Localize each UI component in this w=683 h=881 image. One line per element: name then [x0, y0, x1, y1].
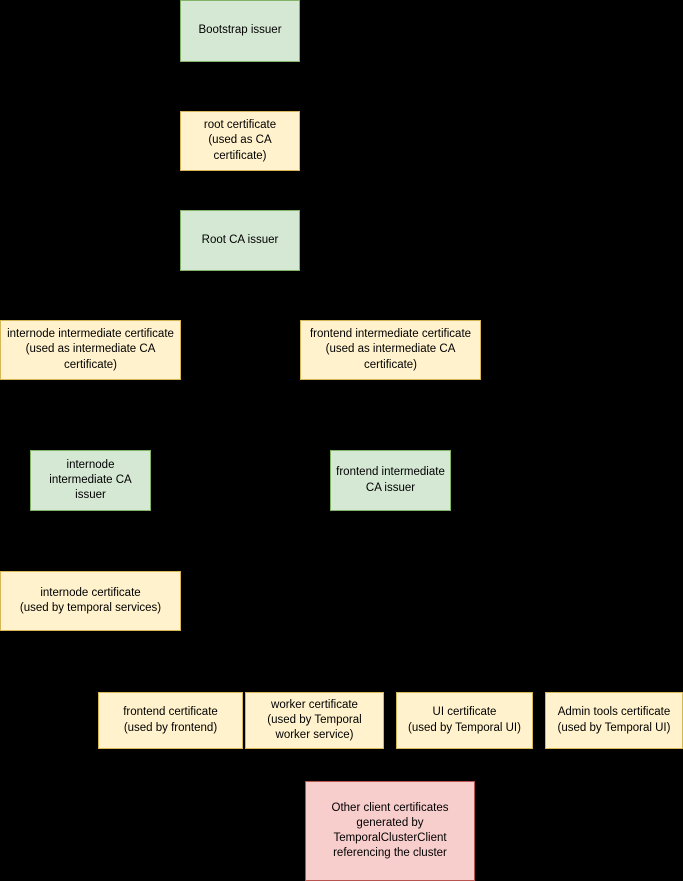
- node-internode-intermediate-ca-issuer: internode intermediate CA issuer: [30, 450, 151, 511]
- node-frontend-intermediate-ca-issuer: frontend intermediate CA issuer: [330, 450, 451, 511]
- node-worker-certificate: worker certificate (used by Temporal wor…: [245, 692, 384, 749]
- node-bootstrap-issuer: Bootstrap issuer: [180, 0, 300, 62]
- node-other-client-certificates: Other client certificates generated by T…: [305, 781, 475, 881]
- node-frontend-certificate: frontend certificate (used by frontend): [98, 692, 243, 749]
- node-root-ca-issuer: Root CA issuer: [180, 210, 300, 271]
- node-frontend-intermediate-certificate: frontend intermediate certificate (used …: [300, 320, 481, 380]
- node-admin-tools-certificate: Admin tools certificate (used by Tempora…: [545, 692, 683, 749]
- node-internode-certificate: internode certificate (used by temporal …: [0, 571, 181, 631]
- node-root-certificate: root certificate (used as CA certificate…: [180, 111, 300, 171]
- node-ui-certificate: UI certificate (used by Temporal UI): [396, 692, 533, 749]
- node-internode-intermediate-certificate: internode intermediate certificate (used…: [0, 320, 181, 380]
